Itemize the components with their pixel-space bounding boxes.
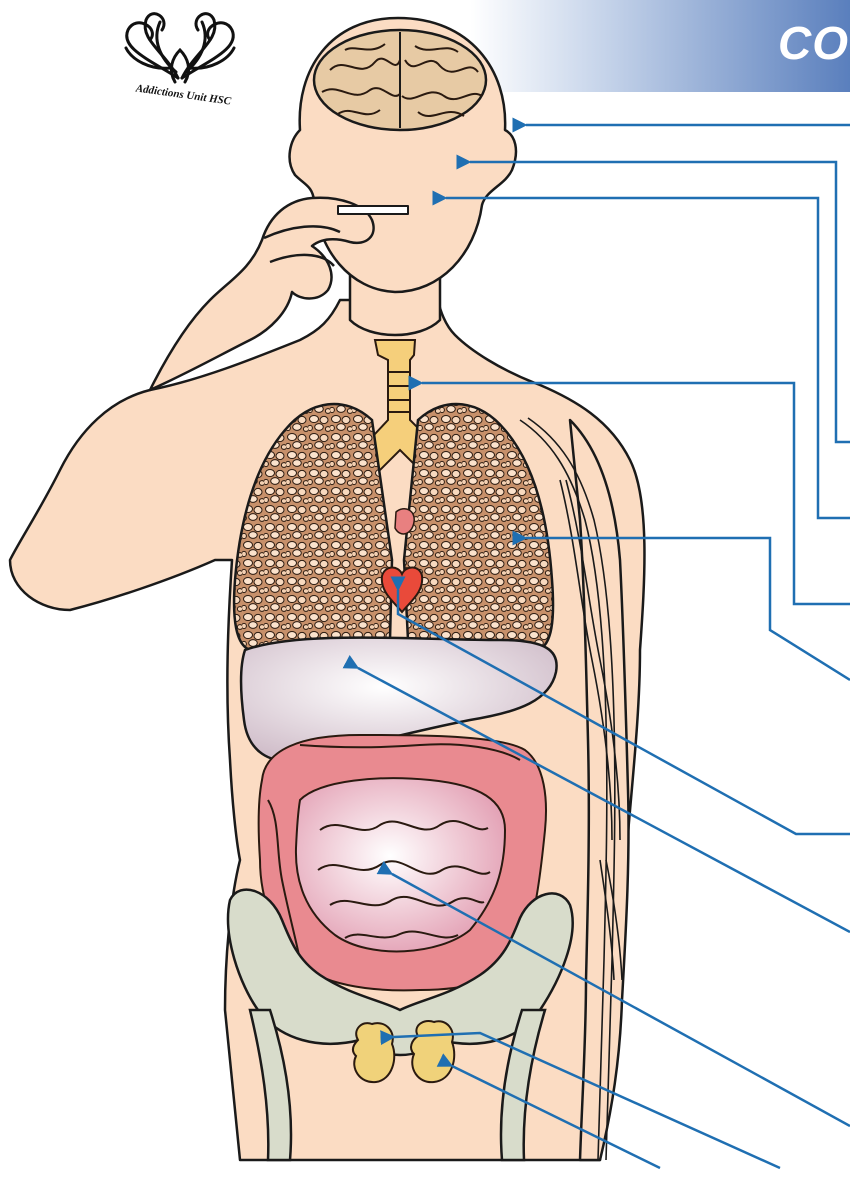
header-title: CO [778,16,849,70]
logo-emblem [126,14,234,82]
brain [314,30,486,130]
logo-caption: Addictions Unit HSC [134,82,232,107]
